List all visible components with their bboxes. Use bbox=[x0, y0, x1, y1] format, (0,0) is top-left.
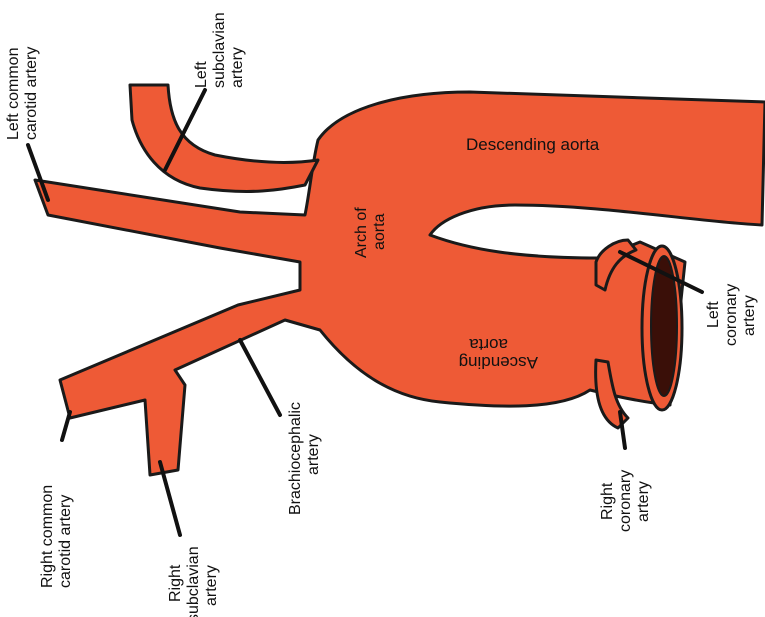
label-brachiocephalic: Brachiocephalic artery bbox=[287, 402, 322, 515]
label-left-subclavian: Left subclavian artery bbox=[193, 12, 246, 88]
label-left-coronary: Left coronary artery bbox=[705, 284, 758, 346]
label-left-coronary-line2: coronary bbox=[723, 284, 740, 346]
leader-brachiocephalic bbox=[240, 340, 280, 415]
label-left-coronary-line3: artery bbox=[741, 295, 758, 336]
label-ascending-aorta-line2: aorta bbox=[469, 335, 508, 354]
label-right-subclavian-line3: artery bbox=[203, 565, 220, 606]
label-left-subclavian-line2: subclavian bbox=[211, 12, 228, 88]
label-arch-of-aorta-line1: Arch of bbox=[353, 207, 370, 258]
label-right-subclavian: Right subclavian artery bbox=[167, 546, 220, 617]
label-left-subclavian-line1: Left bbox=[193, 61, 210, 88]
label-left-coronary-line1: Left bbox=[705, 301, 722, 328]
label-right-common-carotid-line2: carotid artery bbox=[57, 495, 74, 588]
label-right-subclavian-line1: Right bbox=[167, 564, 184, 602]
label-descending-aorta: Descending aorta bbox=[466, 135, 600, 154]
label-ascending-aorta-line1: Ascending bbox=[459, 353, 538, 372]
label-right-coronary-line2: coronary bbox=[617, 470, 634, 532]
label-right-coronary-line3: artery bbox=[635, 481, 652, 522]
leader-right-common-carotid bbox=[62, 412, 70, 440]
label-left-subclavian-line3: artery bbox=[229, 47, 246, 88]
label-right-coronary: Right coronary artery bbox=[599, 470, 652, 532]
label-arch-of-aorta-line2: aorta bbox=[371, 213, 388, 250]
label-brachiocephalic-line2: artery bbox=[305, 434, 322, 475]
label-right-common-carotid-line1: Right common bbox=[39, 485, 56, 588]
label-brachiocephalic-line1: Brachiocephalic bbox=[287, 402, 304, 515]
label-right-common-carotid: Right common carotid artery bbox=[39, 485, 74, 588]
left-subclavian-artery bbox=[130, 85, 318, 191]
label-left-common-carotid-line1: Left common bbox=[5, 48, 22, 140]
label-left-common-carotid: Left common carotid artery bbox=[5, 47, 40, 140]
label-left-common-carotid-line2: carotid artery bbox=[23, 47, 40, 140]
label-right-subclavian-line2: subclavian bbox=[185, 546, 202, 617]
label-arch-of-aorta: Arch of aorta bbox=[353, 207, 388, 258]
label-right-coronary-line1: Right bbox=[599, 482, 616, 520]
